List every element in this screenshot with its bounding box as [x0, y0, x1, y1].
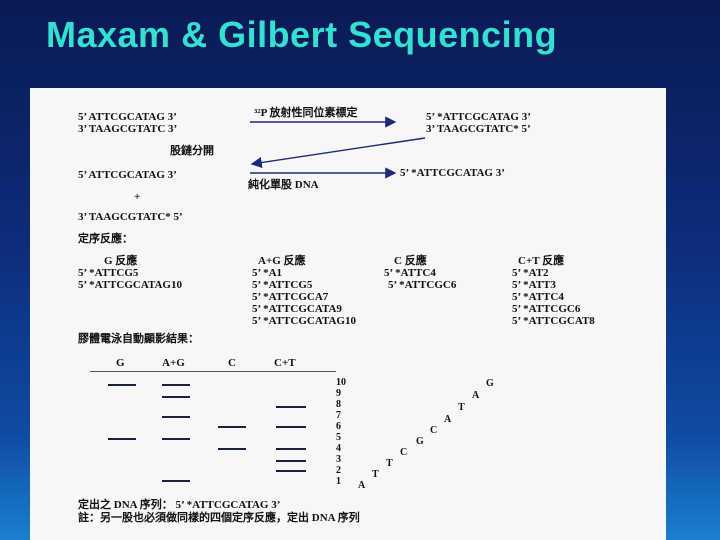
reaction-ct-line-2: 5’ *ATT3: [512, 279, 556, 291]
gel-band: [162, 480, 190, 482]
gel-size-9: 9: [336, 388, 341, 399]
gel-lane-label-c: C: [228, 357, 236, 369]
labeled-strand-2: 3’ TAAGCGTATC* 5’: [426, 123, 531, 135]
gel-well-line: [90, 371, 336, 372]
gel-size-4: 4: [336, 443, 341, 454]
read-base: A: [358, 480, 366, 491]
gel-band: [162, 396, 190, 398]
gel-size-10: 10: [336, 377, 346, 388]
read-base: T: [458, 402, 465, 413]
duplex-strand-2: 3’ TAAGCGTATC 3’: [78, 123, 178, 135]
separate-arrow: [250, 137, 426, 169]
arrow-layer: [250, 116, 426, 179]
gel-heading: 膠體電泳自動顯影結果：: [78, 333, 199, 345]
sequence-result: 定出之 DNA 序列： 5’ *ATTCGCATAG 3’: [78, 499, 281, 511]
gel-lane-label-g: G: [116, 357, 125, 369]
labeled-strand-1: 5’ *ATTCGCATAG 3’: [426, 111, 531, 123]
gel-size-1: 1: [336, 476, 341, 487]
separated-strand-top: 5’ ATTCGCATAG 3’: [78, 169, 177, 181]
reaction-ct-line-3: 5’ *ATTC4: [512, 291, 564, 303]
reaction-ct-line-1: 5’ *AT2: [512, 267, 549, 279]
strand-separation-label: 股鏈分開: [170, 145, 214, 157]
gel-band: [218, 448, 246, 450]
read-base: T: [372, 469, 379, 480]
gel-band: [162, 384, 190, 386]
read-base: A: [444, 414, 452, 425]
gel-band: [162, 416, 190, 418]
reaction-g-line-2: 5’ *ATTCGCATAG10: [78, 279, 182, 291]
purified-strand: 5’ *ATTCGCATAG 3’: [400, 167, 505, 179]
gel-lane-label-ag: A+G: [162, 357, 185, 369]
gel-band: [276, 470, 306, 472]
read-base: C: [400, 447, 408, 458]
separated-strand-bottom: 3’ TAAGCGTATC* 5’: [78, 211, 183, 223]
read-base: T: [386, 458, 393, 469]
gel-lane-label-ct: C+T: [274, 357, 296, 369]
gel-size-6: 6: [336, 421, 341, 432]
reaction-c-line-1: 5’ *ATTC4: [384, 267, 436, 279]
duplex-strand-1: 5’ ATTCGCATAG 3’: [78, 111, 177, 123]
gel-size-7: 7: [336, 410, 341, 421]
purify-step-label: 純化單股 DNA: [248, 179, 319, 191]
slide-title: Maxam & Gilbert Sequencing: [46, 14, 558, 55]
read-base: G: [486, 378, 494, 389]
reaction-ag-line-2: 5’ *ATTCG5: [252, 279, 313, 291]
reaction-ag-line-1: 5’ *A1: [252, 267, 283, 279]
radiolabel-step-label: ³²P 放射性同位素標定: [254, 107, 358, 119]
gel-size-8: 8: [336, 399, 341, 410]
read-base: A: [472, 390, 480, 401]
scanned-figure: 5’ ATTCGCATAG 3’ 3’ TAAGCGTATC 3’ ³²P 放射…: [30, 88, 666, 540]
reaction-c-line-2: 5’ *ATTCGC6: [388, 279, 457, 291]
plus-sign: +: [134, 191, 141, 203]
reaction-g-line-1: 5’ *ATTCG5: [78, 267, 139, 279]
gel-band: [276, 426, 306, 428]
reaction-ag-line-5: 5’ *ATTCGCATAG10: [252, 315, 356, 327]
reaction-ct-line-4: 5’ *ATTCGC6: [512, 303, 581, 315]
gel-band: [276, 406, 306, 408]
gel-size-2: 2: [336, 465, 341, 476]
reactions-heading: 定序反應：: [78, 233, 133, 245]
gel-band: [276, 460, 306, 462]
read-base: C: [430, 425, 438, 436]
reaction-header-ag: A+G 反應: [258, 255, 306, 267]
gel-band: [108, 384, 136, 386]
footnote: 註：另一股也必須做同樣的四個定序反應，定出 DNA 序列: [78, 512, 360, 524]
reaction-ag-line-4: 5’ *ATTCGCATA9: [252, 303, 342, 315]
gel-size-5: 5: [336, 432, 341, 443]
gel-size-3: 3: [336, 454, 341, 465]
gel-band: [276, 448, 306, 450]
reaction-header-ct: C+T 反應: [518, 255, 565, 267]
reaction-ag-line-3: 5’ *ATTCGCA7: [252, 291, 329, 303]
reaction-header-g: G 反應: [104, 255, 138, 267]
read-base: G: [416, 436, 424, 447]
reaction-ct-line-5: 5’ *ATTCGCAT8: [512, 315, 595, 327]
gel-band: [218, 426, 246, 428]
gel-band: [108, 438, 136, 440]
reaction-header-c: C 反應: [394, 255, 427, 267]
gel-band: [162, 438, 190, 440]
